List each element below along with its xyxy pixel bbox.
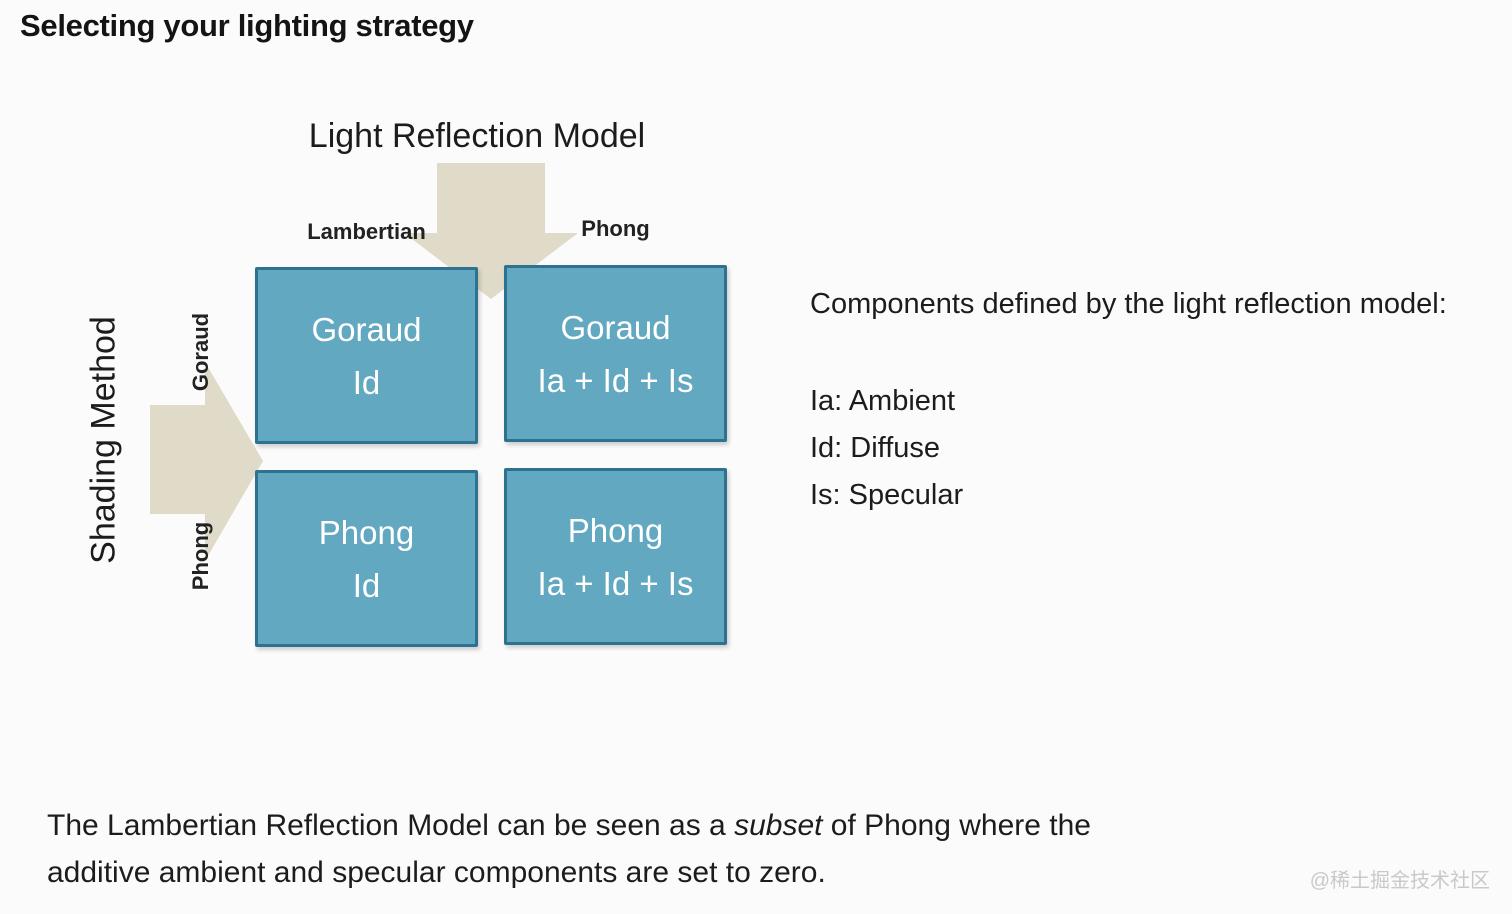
cell-method-label: Goraud xyxy=(311,310,422,348)
row-label-goraud: Goraud xyxy=(188,312,213,392)
legend-item-ambient: Ia: Ambient xyxy=(810,385,956,417)
row-arrow-icon xyxy=(150,362,263,561)
cell-components-label: Id xyxy=(352,363,381,401)
cell-method-label: Phong xyxy=(318,513,415,551)
column-label-lambertian: Lambertian xyxy=(307,219,426,244)
cell-components-label: Ia + Id + Is xyxy=(537,361,694,399)
cell-method-label: Phong xyxy=(567,511,664,549)
legend-list: Ia: Ambient Id: Diffuse Is: Specular xyxy=(810,378,1500,519)
matrix-cell-phong-phong: Phong Ia + Id + Is xyxy=(504,468,727,645)
legend-item-diffuse: Id: Diffuse xyxy=(810,432,941,464)
footnote-italic: subset xyxy=(734,809,823,842)
matrix-cell-goraud-phong: Goraud Ia + Id + Is xyxy=(504,265,727,442)
footnote-text: The Lambertian Reflection Model can be s… xyxy=(47,809,735,842)
row-label-phong: Phong xyxy=(188,521,213,591)
footnote-line-1: The Lambertian Reflection Model can be s… xyxy=(47,802,1327,849)
cell-method-label: Goraud xyxy=(560,308,671,346)
footnote: The Lambertian Reflection Model can be s… xyxy=(47,802,1327,896)
footnote-text: of Phong where the xyxy=(822,809,1091,842)
legend-heading: Components defined by the light reflecti… xyxy=(810,288,1447,320)
legend-item-specular: Is: Specular xyxy=(810,479,964,511)
matrix-cell-phong-lambertian: Phong Id xyxy=(255,470,478,647)
matrix-cell-goraud-lambertian: Goraud Id xyxy=(255,267,478,444)
watermark: @稀土掘金技术社区 xyxy=(1309,870,1490,892)
footnote-line-2: additive ambient and specular components… xyxy=(47,856,826,889)
page-title: Selecting your lighting strategy xyxy=(20,8,474,43)
column-axis-title: Light Reflection Model xyxy=(308,117,646,155)
column-label-phong: Phong xyxy=(581,216,650,241)
cell-components-label: Ia + Id + Is xyxy=(537,564,694,602)
cell-components-label: Id xyxy=(352,566,381,604)
legend: Components defined by the light reflecti… xyxy=(810,281,1500,519)
row-axis-title: Shading Method xyxy=(84,316,123,564)
